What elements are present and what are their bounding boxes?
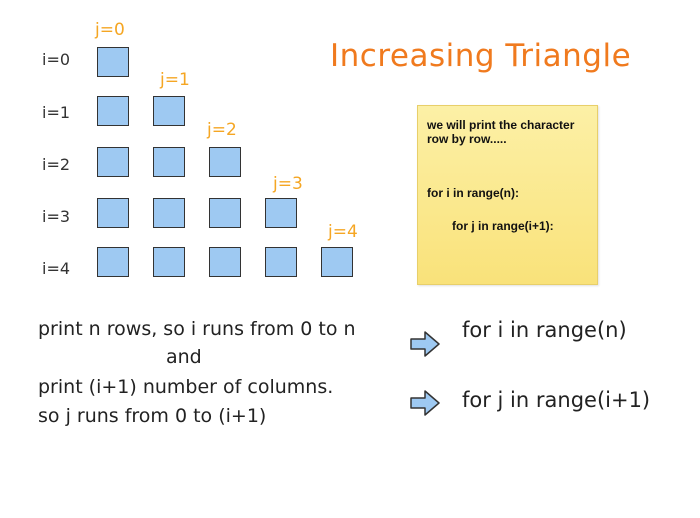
explanation-line-1: print n rows, so i runs from 0 to n (38, 318, 356, 340)
col-label-j2: j=2 (207, 120, 237, 140)
col-label-j3: j=3 (273, 174, 303, 194)
grid-cell (153, 96, 185, 126)
right-arrow-icon (410, 331, 440, 357)
sticky-note: we will print the character row by row..… (417, 105, 598, 285)
explanation-line-4: so j runs from 0 to (i+1) (38, 405, 267, 427)
col-label-j0: j=0 (95, 20, 125, 40)
row-label-i2: i=2 (42, 155, 71, 174)
right-arrow-icon (410, 390, 440, 416)
grid-cell (97, 96, 129, 126)
note-line-3: for j in range(i+1): (452, 219, 554, 233)
col-label-j4: j=4 (328, 222, 358, 242)
col-label-j1: j=1 (160, 70, 190, 90)
row-label-i0: i=0 (42, 50, 71, 69)
code-line-1: for i in range(n) (462, 318, 627, 342)
grid-cell (209, 247, 241, 277)
grid-cell (97, 247, 129, 277)
grid-cell (209, 198, 241, 228)
grid-cell (153, 147, 185, 177)
page-title: Increasing Triangle (330, 38, 632, 74)
row-label-i4: i=4 (42, 259, 71, 278)
grid-cell (265, 247, 297, 277)
grid-cell (97, 147, 129, 177)
grid-cell (209, 147, 241, 177)
grid-cell (153, 247, 185, 277)
note-line-2: for i in range(n): (427, 186, 519, 200)
grid-cell (265, 198, 297, 228)
grid-cell (153, 198, 185, 228)
explanation-line-2: and (166, 346, 202, 368)
code-line-2: for j in range(i+1) (462, 388, 651, 412)
grid-cell (97, 47, 129, 77)
row-label-i1: i=1 (42, 103, 71, 122)
row-label-i3: i=3 (42, 207, 71, 226)
grid-cell (97, 198, 129, 228)
note-line-1: we will print the character row by row..… (427, 118, 575, 146)
grid-cell (321, 247, 353, 277)
explanation-line-3: print (i+1) number of columns. (38, 376, 334, 398)
